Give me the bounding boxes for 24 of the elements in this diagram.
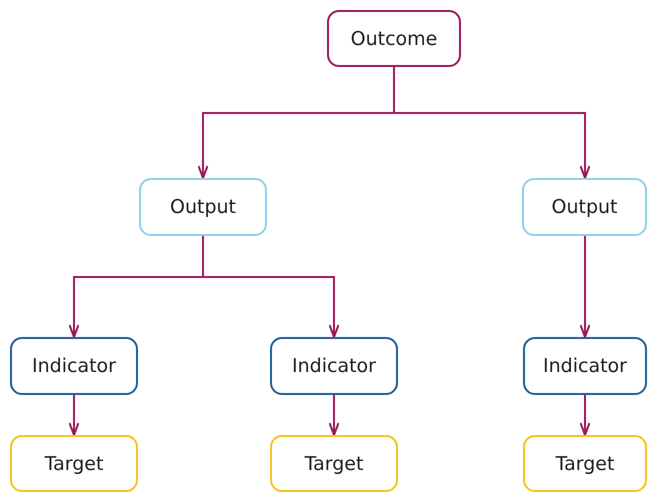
node-label: Outcome bbox=[350, 28, 438, 50]
target-box bbox=[10, 435, 138, 492]
arrow bbox=[328, 395, 340, 436]
node-label: Indicator bbox=[292, 355, 376, 377]
indicator-box bbox=[270, 337, 398, 395]
node-label: Target bbox=[304, 452, 364, 474]
node-label: Output bbox=[552, 196, 618, 218]
node-label: Indicator bbox=[32, 355, 116, 377]
target-box bbox=[523, 435, 647, 492]
node-label: Target bbox=[556, 452, 614, 474]
node-label: Indicator bbox=[543, 355, 627, 377]
arrow bbox=[580, 236, 590, 338]
arrow bbox=[68, 395, 80, 436]
arrow bbox=[393, 67, 590, 179]
output-box bbox=[522, 178, 647, 236]
arrow bbox=[580, 395, 590, 436]
target-box bbox=[270, 435, 398, 492]
arrow bbox=[202, 236, 340, 338]
output-box bbox=[139, 178, 267, 236]
indicator-box bbox=[523, 337, 647, 395]
indicator-box bbox=[10, 337, 138, 395]
outcome-box bbox=[327, 10, 461, 67]
node-label: Output bbox=[170, 196, 236, 218]
node-label: Target bbox=[44, 452, 104, 474]
